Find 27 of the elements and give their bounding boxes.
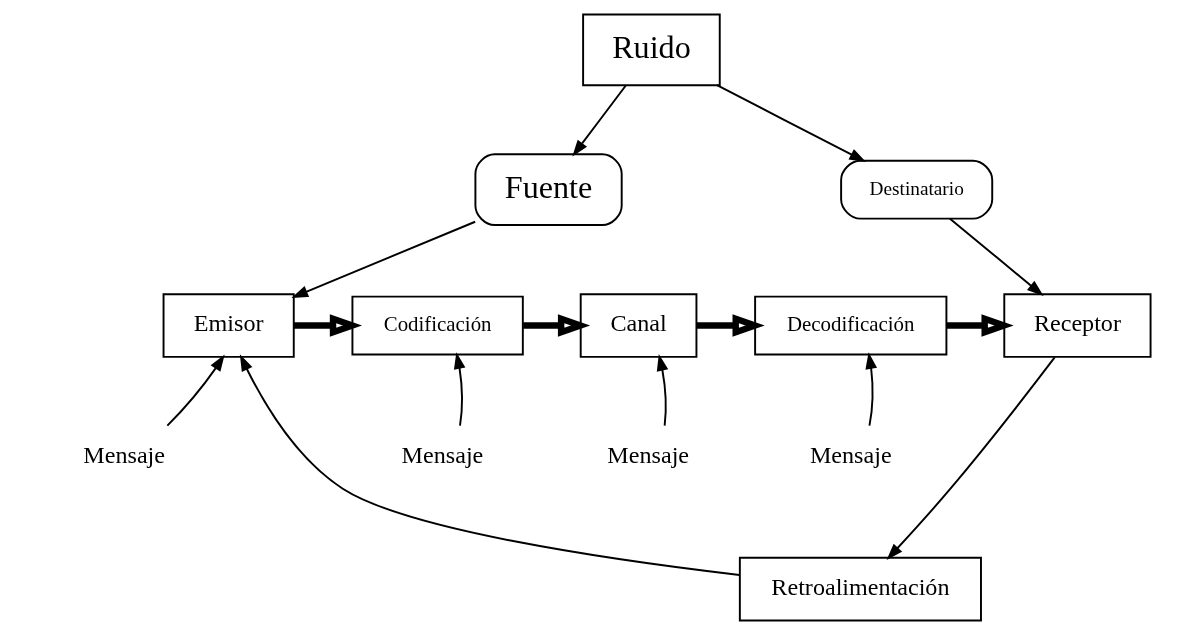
arrow	[716, 84, 867, 162]
node-box: Codificación	[351, 295, 524, 356]
node-box: Decodificación	[754, 295, 948, 356]
node-box: Retroalimentación	[738, 556, 982, 622]
arrow	[696, 314, 765, 337]
arrow	[949, 217, 1044, 297]
arrow	[293, 314, 363, 337]
node-box: Ruido	[582, 13, 721, 87]
arrow	[656, 354, 669, 427]
node-text: Mensaje	[607, 441, 690, 468]
node-box: Receptor	[1003, 293, 1152, 358]
node-box: Fuente	[474, 153, 623, 227]
arrow	[572, 84, 627, 157]
arrow	[946, 314, 1014, 337]
arrow	[886, 356, 1056, 560]
arrow	[291, 220, 477, 298]
node-box: Destinatario	[840, 159, 994, 220]
node-text: Mensaje	[401, 441, 484, 468]
arrow	[453, 352, 466, 427]
node-box: Canal	[579, 293, 698, 358]
node-box: Emisor	[162, 293, 295, 358]
node-text: Mensaje	[83, 441, 166, 468]
arrow	[523, 314, 591, 337]
node-text: Mensaje	[809, 441, 892, 468]
arrow	[166, 354, 225, 427]
arrow	[865, 352, 878, 427]
arrow	[239, 354, 741, 576]
